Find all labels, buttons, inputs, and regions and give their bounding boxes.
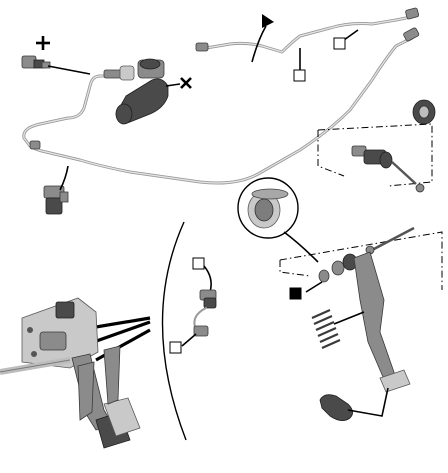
clutch-switch-sensor (193, 289, 217, 337)
firewall-grommet (412, 99, 436, 125)
reference-box-top-mid (293, 48, 306, 82)
pedal-box-assembly (0, 297, 141, 449)
pipe-clip (43, 165, 69, 215)
arrow-icon (251, 14, 274, 63)
pedal-pivot-parts (305, 226, 415, 293)
reference-box-sensor-bottom (169, 333, 197, 354)
pipe-end-fitting-left (29, 42, 209, 150)
plus-icon (36, 36, 50, 50)
clutch-pedal-arm (353, 251, 411, 393)
slave-cylinder (103, 58, 181, 125)
master-cylinder-outline (317, 123, 433, 187)
clutch-master-cylinder (351, 145, 425, 193)
bushing-callout (237, 177, 319, 263)
reference-box-sensor-top (192, 257, 212, 293)
pipe-connector-bracket (21, 55, 91, 75)
reference-box-filled (289, 287, 302, 300)
upper-return-pipe (204, 14, 418, 54)
cross-icon (180, 77, 192, 89)
pedal-rubber-pad (319, 387, 389, 421)
reference-box-top-right (333, 29, 359, 50)
pipe-end-fitting-right (403, 7, 420, 42)
callout-bracket-arc (161, 221, 187, 441)
pedal-assembly-outline (279, 231, 443, 290)
pedal-return-spring (311, 308, 365, 350)
clutch-hydraulic-pipe (22, 36, 414, 185)
